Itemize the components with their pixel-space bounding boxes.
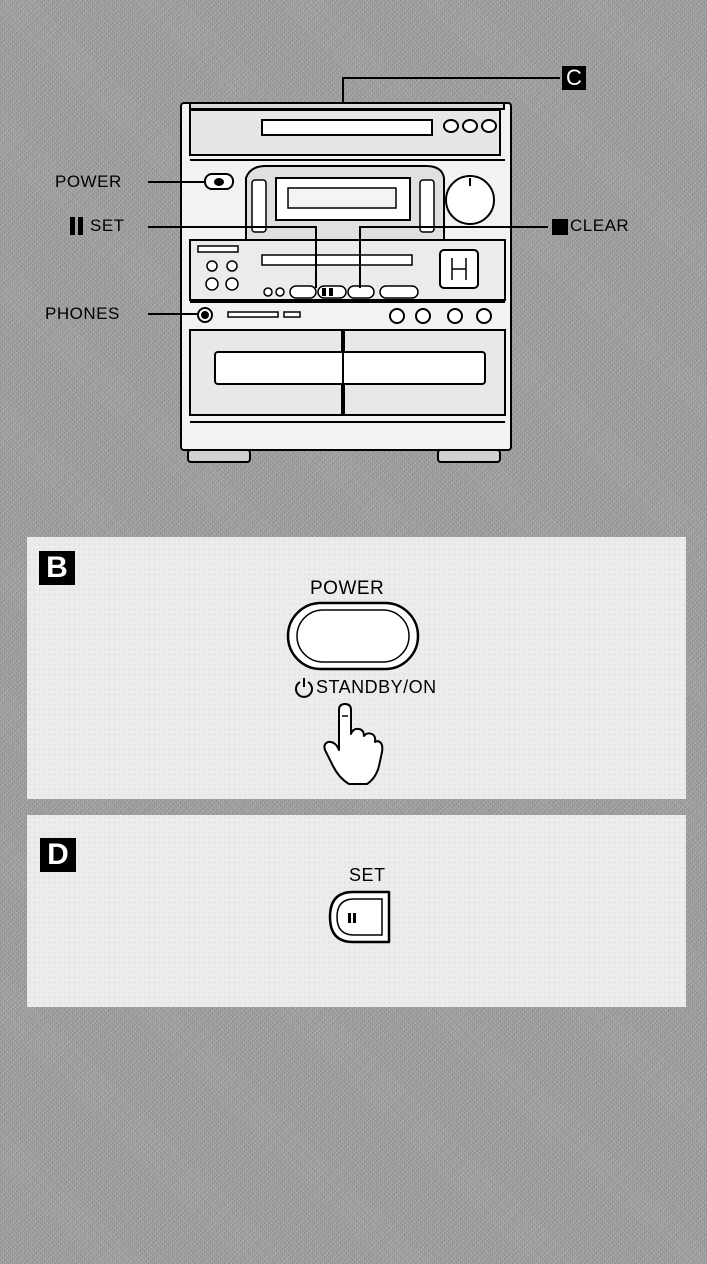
callout-line-c (342, 77, 560, 104)
callout-clear: CLEAR (570, 216, 630, 235)
hand-pointer-icon (323, 703, 384, 785)
callout-phones: PHONES (45, 304, 120, 323)
badge-d: D (40, 838, 76, 872)
set-label: SET (349, 865, 386, 885)
callout-line-set (148, 226, 317, 288)
badge-c: C (562, 66, 586, 90)
foot-left (187, 449, 251, 463)
badge-b: B (39, 551, 75, 585)
panel-d: D SET (27, 815, 686, 1007)
callout-power: POWER (55, 172, 122, 191)
pause-icon (70, 217, 84, 235)
callout-set: SET (90, 216, 125, 235)
pause-icon (348, 913, 358, 923)
panel-b: B POWER STANDBY/ON (27, 537, 686, 799)
power-label: POWER (310, 578, 385, 599)
cd-button-2 (462, 119, 478, 133)
standby-label: STANDBY/ON (316, 677, 437, 697)
set-button[interactable] (27, 815, 686, 1007)
power-button[interactable] (27, 537, 686, 799)
callout-line-clear (359, 226, 548, 288)
cd-button-1 (443, 119, 459, 133)
cd-lid (189, 102, 505, 110)
volume-knob (445, 175, 495, 225)
foot-right (437, 449, 501, 463)
stereo-system-illustration (148, 77, 560, 463)
cd-button-3 (481, 119, 497, 133)
cd-slot (261, 119, 433, 136)
stop-icon (552, 219, 568, 235)
standby-power-icon (295, 678, 313, 698)
